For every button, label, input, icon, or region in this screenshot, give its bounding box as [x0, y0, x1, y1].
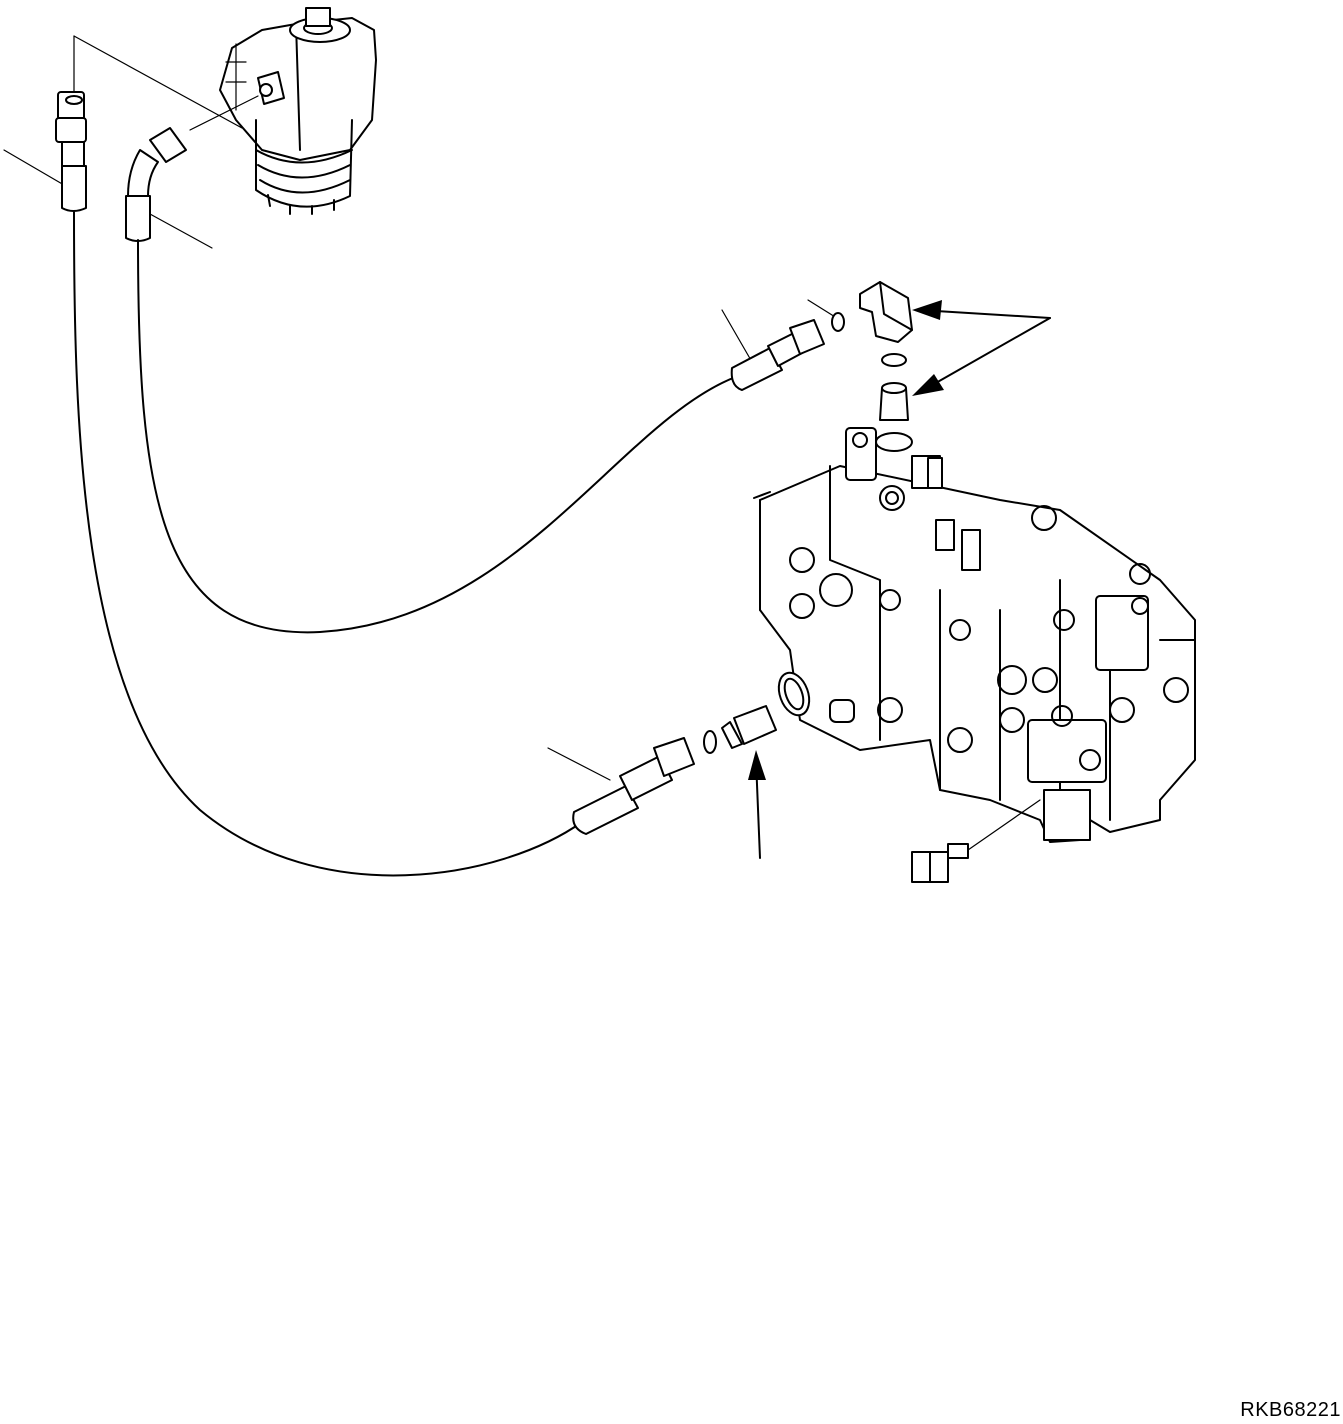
steering-unit [219, 7, 377, 215]
hose-end-straight [55, 91, 87, 212]
sensor-wire [911, 799, 1041, 883]
hoses [73, 211, 739, 877]
lower-fittings [703, 671, 811, 754]
figure-code: RKB68221 [1240, 1399, 1341, 1421]
leader-lines [3, 35, 841, 781]
control-valve [753, 427, 1196, 843]
hose-end-elbow [125, 127, 187, 242]
upper-hose-end [730, 312, 845, 391]
lower-hose-end [572, 737, 695, 835]
pointer-arrows [748, 300, 1051, 859]
elbow-fitting [859, 281, 913, 452]
